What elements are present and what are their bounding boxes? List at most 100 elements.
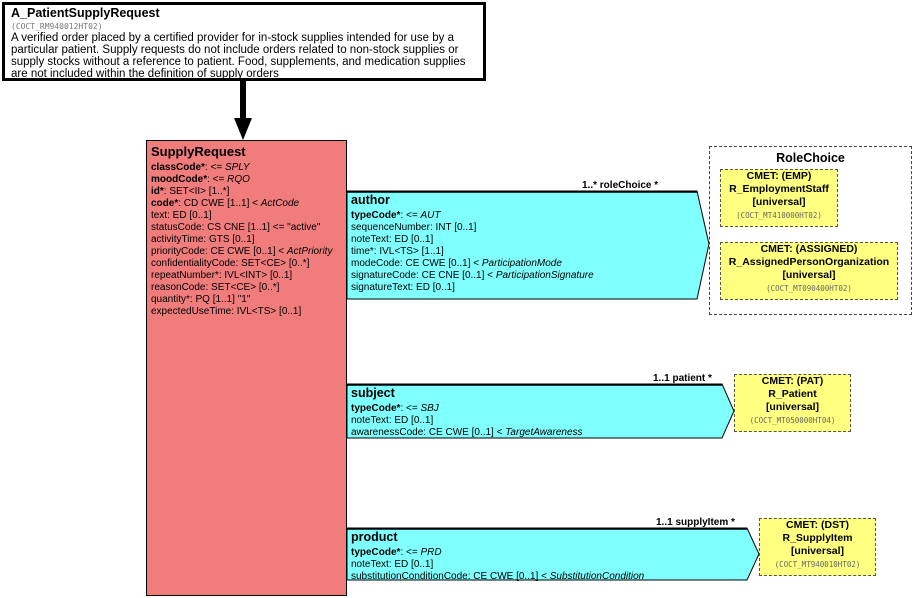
attribute-type: : SET<CE> [0..*] [235, 258, 310, 269]
cmet-label: CMET: (EMP) [746, 170, 812, 182]
attribute-row: awarenessCode: CE CWE [0..1] < TargetAwa… [351, 427, 583, 439]
attribute-type: : CE CWE [0..1] < [467, 571, 550, 582]
cmet-scope: [universal] [782, 269, 836, 281]
attribute-type: : ED [0..1] [388, 234, 434, 245]
attribute-vocabulary: SubstitutionCondition [549, 571, 645, 582]
attribute-type: : <= [400, 403, 421, 414]
cmet-name: R_SupplyItem [782, 532, 853, 544]
supply-request-name: SupplyRequest [151, 144, 246, 159]
subject-name: subject [351, 386, 395, 400]
attribute-name: signatureText [351, 282, 411, 293]
attribute-type: : CE CWE [0..1] < [423, 427, 506, 438]
product-shape [346, 527, 760, 581]
attribute-type: : INT [0..1] [429, 222, 477, 233]
attribute-row: substitutionConditionCode: CE CWE [0..1]… [351, 571, 644, 583]
attribute-name: typeCode* [351, 547, 401, 558]
cmet-id: (COCT_MT050000HT04) [749, 416, 836, 425]
attribute-row: expectedUseTime: IVL<TS> [0..1] [151, 306, 332, 318]
attribute-vocabulary: RQO [227, 174, 250, 185]
cmet-name: R_EmploymentStaff [729, 183, 829, 195]
author-cardinality: 1..* roleChoice * [582, 180, 659, 191]
role-choice-title: RoleChoice [776, 151, 845, 165]
attribute-type: : <= [204, 162, 225, 173]
attribute-vocabulary: ActCode [260, 198, 300, 209]
attribute-type: : GTS [0..1] [203, 234, 255, 245]
attribute-vocabulary: AUT [420, 210, 441, 221]
attribute-name: expectedUseTime [151, 306, 232, 317]
entry-description: A verified order placed by a certified p… [11, 32, 466, 80]
attribute-vocabulary: ParticipationSignature [495, 270, 594, 281]
attribute-name: repeatNumber* [151, 270, 219, 281]
attribute-type: : <= [400, 210, 421, 221]
attribute-vocabulary: SPLY [224, 162, 250, 173]
attribute-row: signatureText: ED [0..1] [351, 282, 594, 294]
cmet-label: CMET: (PAT) [761, 375, 824, 387]
attribute-type: : IVL<TS> [0..1] [231, 306, 302, 317]
attribute-row: typeCode*: <= SBJ [351, 403, 583, 415]
attribute-row: noteText: ED [0..1] [351, 415, 583, 427]
subject-cardinality: 1..1 patient * [653, 373, 712, 384]
attribute-row: sequenceNumber: INT [0..1] [351, 222, 594, 234]
attribute-name: id* [151, 186, 164, 197]
cmet-employment-staff: CMET: (EMP) R_EmploymentStaff [universal… [720, 169, 838, 227]
cmet-id: (COCT_MT940010HT02) [774, 560, 861, 569]
attribute-row: text: ED [0..1] [151, 210, 332, 222]
attribute-vocabulary: ActPriority [286, 246, 333, 257]
attribute-name: sequenceNumber [351, 222, 430, 233]
attribute-row: noteText: ED [0..1] [351, 234, 594, 246]
attribute-type: : ED [0..1] [167, 210, 212, 221]
attribute-vocabulary: PRD [420, 547, 442, 558]
attribute-type: : ED [0..1] [410, 282, 455, 293]
attribute-vocabulary: ParticipationMode [481, 258, 562, 269]
cmet-assigned-person-organization: CMET: (ASSIGNED) R_AssignedPersonOrganiz… [720, 242, 898, 300]
cmet-scope: [universal] [790, 545, 845, 557]
cmet-patient: CMET: (PAT) R_Patient [universal] (COCT_… [734, 374, 851, 432]
entry-arrow-head [234, 118, 252, 140]
product-name: product [351, 530, 398, 544]
attribute-name: reasonCode [151, 282, 206, 293]
attribute-name: quantity* [151, 294, 190, 305]
attribute-type: : CE CNE [0..1] < [416, 270, 496, 281]
author-shape [346, 190, 710, 300]
attribute-type: : ED [0..1] [388, 559, 434, 570]
attribute-name: statusCode [151, 222, 202, 233]
author-name: author [351, 193, 390, 207]
attribute-row: confidentialityCode: SET<CE> [0..*] [151, 258, 332, 270]
cmet-label: CMET: (DST) [786, 519, 849, 531]
attribute-type: : SET<II> [1..*] [163, 186, 230, 197]
attribute-name: modeCode [351, 258, 400, 269]
attribute-row: reasonCode: SET<CE> [0..*] [151, 282, 332, 294]
attribute-name: classCode* [151, 162, 205, 173]
cmet-name: R_Patient [768, 388, 817, 400]
attribute-row: repeatNumber*: IVL<INT> [0..1] [151, 270, 332, 282]
attribute-name: time* [351, 246, 374, 257]
attribute-name: confidentialityCode [151, 258, 236, 269]
attribute-row: typeCode*: <= AUT [351, 210, 594, 222]
attribute-type: : <= [207, 174, 228, 185]
attribute-type: : PQ [1..1] "1" [189, 294, 251, 305]
attribute-name: priorityCode [151, 246, 205, 257]
subject-shape [346, 383, 735, 439]
attribute-name: text [151, 210, 168, 221]
attribute-row: quantity*: PQ [1..1] "1" [151, 294, 332, 306]
entry-point-box: A_PatientSupplyRequest (COCT_RM940012HT0… [2, 2, 486, 81]
attribute-row: typeCode*: <= PRD [351, 547, 644, 559]
attribute-vocabulary: TargetAwareness [505, 427, 583, 438]
entry-title: A_PatientSupplyRequest [11, 6, 160, 20]
attribute-type: : CE CWE [0..1] < [399, 258, 482, 269]
cmet-id: (COCT_MT410000HT02) [736, 211, 822, 220]
attribute-row: modeCode: CE CWE [0..1] < ParticipationM… [351, 258, 594, 270]
attribute-type: : CE CWE [0..1] < [204, 246, 287, 257]
attribute-type: : ED [0..1] [388, 415, 434, 426]
attribute-name: signatureCode [351, 270, 417, 281]
attribute-name: typeCode* [351, 210, 401, 221]
attribute-row: moodCode*: <= RQO [151, 174, 332, 186]
attribute-name: typeCode* [351, 403, 401, 414]
product-cardinality: 1..1 supplyItem * [656, 517, 735, 528]
attribute-name: awarenessCode [351, 427, 424, 438]
attribute-row: code*: CD CWE [1..1] < ActCode [151, 198, 332, 210]
